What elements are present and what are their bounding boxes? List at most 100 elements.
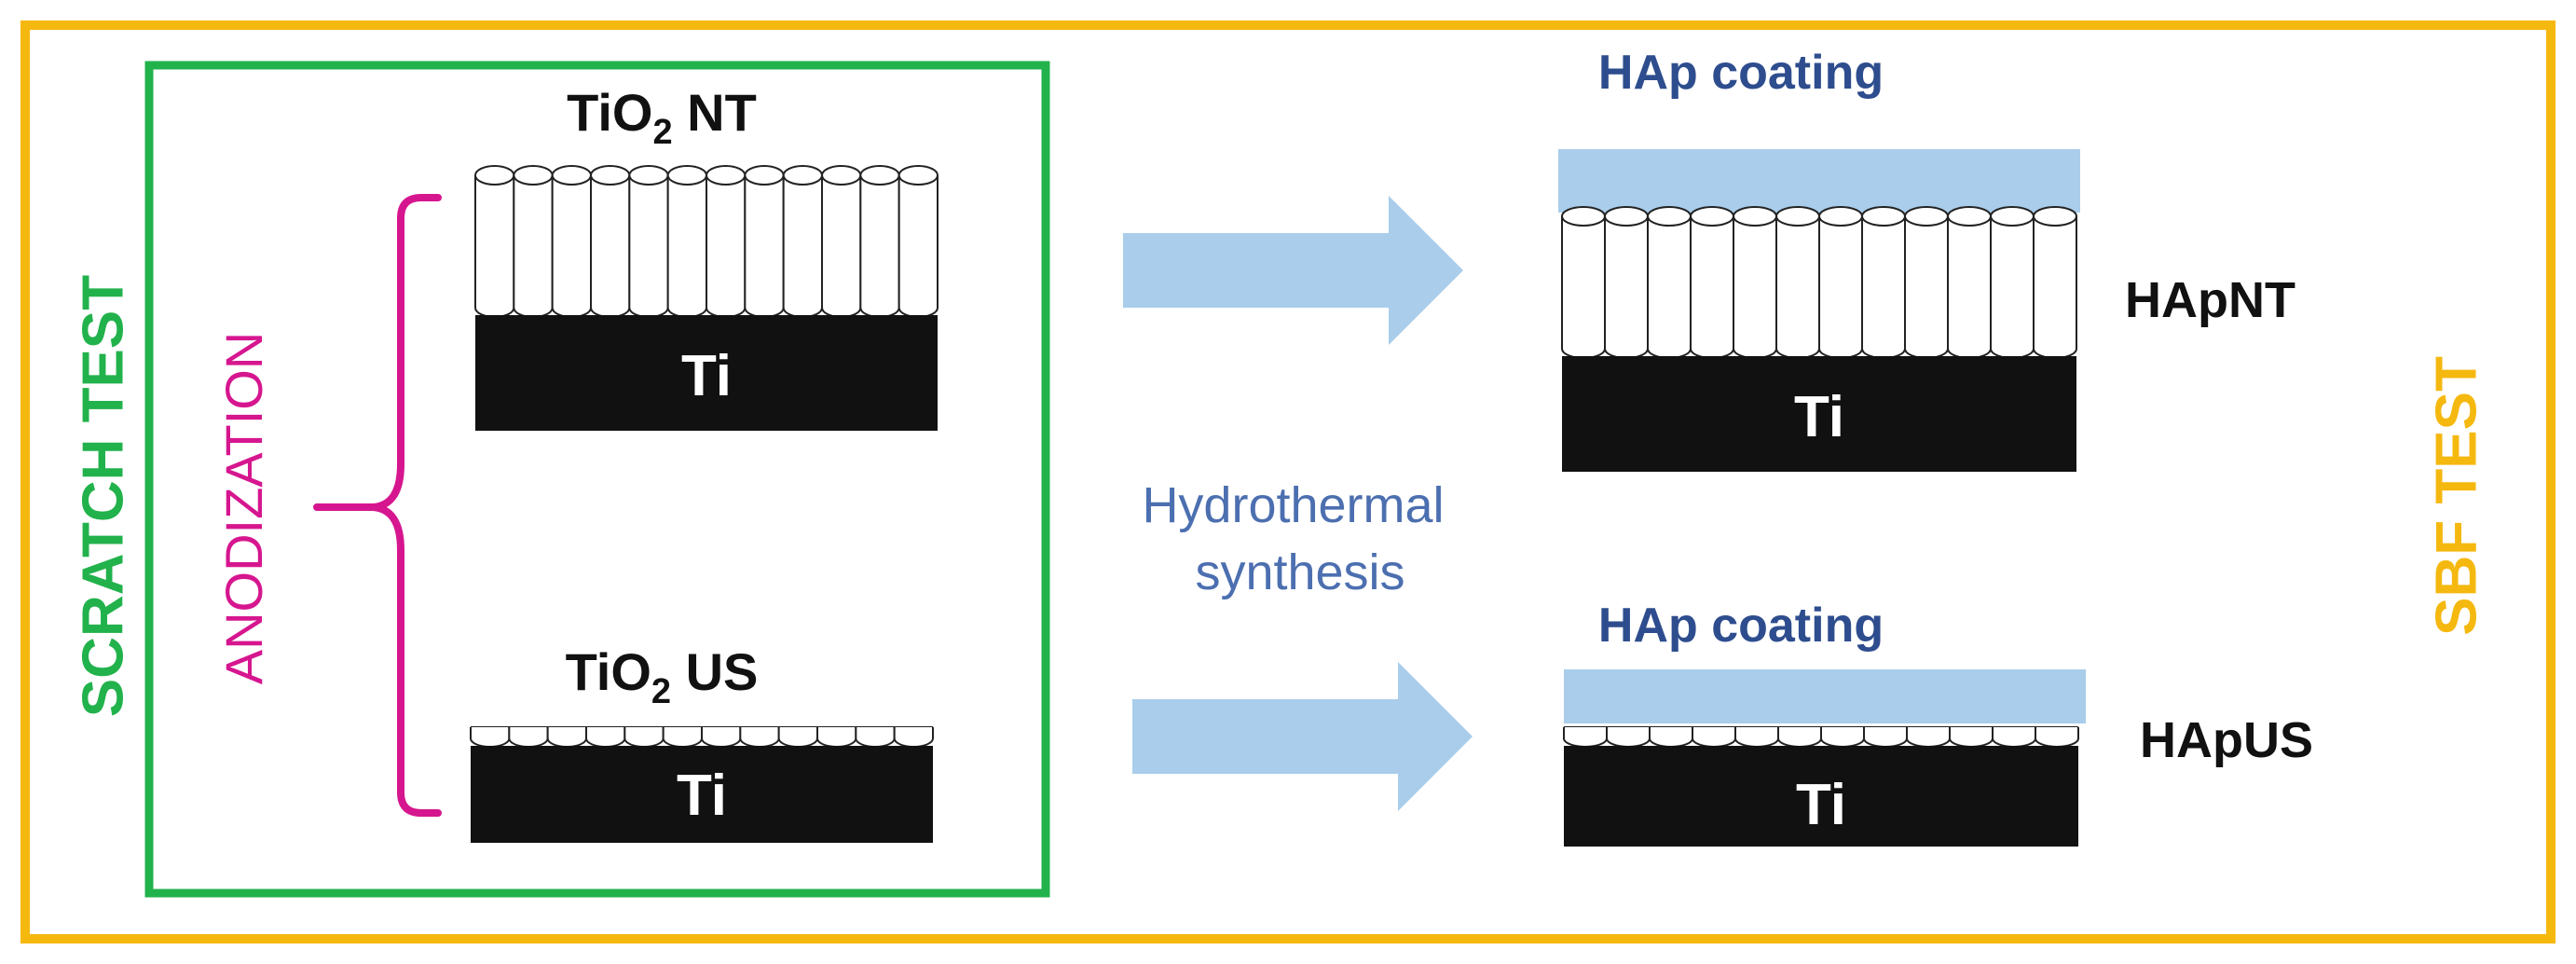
short-tube <box>893 727 934 748</box>
hap-coating-label-nt: HAp coating <box>1598 46 1884 100</box>
ti-label-hapnt: Ti <box>1794 385 1844 449</box>
nanotube-top <box>897 165 939 186</box>
nanotube-top <box>1947 206 1992 227</box>
hydrothermal-label: Hydrothermal synthesis <box>1142 477 1458 600</box>
nanotube <box>474 175 515 318</box>
nanotube-top <box>782 165 823 186</box>
ti-label-us: Ti <box>677 764 727 828</box>
nanotube <box>1818 216 1863 359</box>
short-tube <box>662 727 703 748</box>
tio2-ultrashort-layer <box>470 726 934 748</box>
nanotube <box>1604 216 1649 359</box>
short-tube <box>739 727 780 748</box>
short-tube <box>816 727 857 748</box>
hap-coating-layer-us <box>1564 669 2086 723</box>
short-tube <box>777 727 818 748</box>
nanotube <box>513 175 554 318</box>
tio2-nt-main: TiO <box>567 83 652 142</box>
ti-substrate-nt <box>475 315 938 431</box>
nanotube-top <box>744 165 785 186</box>
tio2-us-subscript: 2 <box>651 672 671 711</box>
nanotube <box>1990 216 2035 359</box>
short-tube <box>508 727 549 748</box>
scratch-test-label: SCRATCH TEST <box>71 275 135 717</box>
nanotube-top <box>513 165 554 186</box>
short-tube <box>1563 727 1608 748</box>
hap-coating-label-us: HAp coating <box>1598 599 1884 653</box>
nanotube-top <box>1861 206 1906 227</box>
sbf-test-label: SBF TEST <box>2424 356 2488 636</box>
short-tube <box>1992 727 2036 748</box>
nanotube <box>782 175 823 318</box>
tio2-us-main: TiO <box>566 642 651 701</box>
scratch-test-frame <box>144 61 1050 898</box>
ti-substrate-us <box>471 746 933 843</box>
nanotube-top <box>628 165 669 186</box>
hapus-label: HApUS <box>2140 712 2313 768</box>
nanotube <box>1647 216 1692 359</box>
nanotube <box>1775 216 1820 359</box>
short-tube <box>623 727 665 748</box>
short-tube <box>1649 727 1693 748</box>
ti-substrate-hapus <box>1564 746 2078 847</box>
tio2-us-label: TiO2 US <box>566 642 759 711</box>
nanotube-top <box>1604 206 1649 227</box>
curly-brace-icon <box>313 194 442 817</box>
short-tube <box>1820 727 1865 748</box>
nanotube <box>1861 216 1906 359</box>
ti-substrate-hapnt <box>1562 356 2076 472</box>
nanotube <box>821 175 862 318</box>
short-tube <box>701 727 742 748</box>
nanotube-top <box>821 165 862 186</box>
short-tube <box>1906 727 1951 748</box>
short-tube <box>1606 727 1651 748</box>
ti-label-hapus: Ti <box>1796 773 1846 837</box>
hapnt-label: HApNT <box>2125 272 2295 328</box>
tio2-nt-suffix: NT <box>673 83 757 142</box>
short-tube <box>1777 727 1822 748</box>
nanotube-top <box>1904 206 1949 227</box>
nanotube <box>859 175 900 318</box>
short-tube <box>2035 727 2079 748</box>
ti-label-nt: Ti <box>681 344 732 408</box>
nanotube <box>744 175 785 318</box>
short-tube <box>1949 727 1994 748</box>
tio2-nanotube-array <box>474 165 939 318</box>
sbf-test-frame <box>21 21 2555 943</box>
nanotube-top <box>1775 206 1820 227</box>
nanotube <box>551 175 592 318</box>
hydrothermal-line-2: synthesis <box>1195 544 1404 600</box>
tio2-us-suffix: US <box>671 642 758 701</box>
nanotube <box>1690 216 1734 359</box>
nanotube <box>628 175 669 318</box>
nanotube-top <box>1647 206 1692 227</box>
nanotube-top <box>859 165 900 186</box>
nanotube-top <box>1690 206 1734 227</box>
right-arrow-icon-bottom <box>1132 662 1473 811</box>
nanotube-top <box>706 165 747 186</box>
nanotube-top <box>474 165 515 186</box>
nanotube <box>706 175 747 318</box>
nanotube <box>897 175 939 318</box>
nanotube-top <box>2033 206 2077 227</box>
short-tube <box>585 727 626 748</box>
hydrothermal-line-1: Hydrothermal <box>1142 477 1444 533</box>
anodization-label: ANODIZATION <box>214 332 273 685</box>
short-tube <box>470 727 511 748</box>
hapus-ultrashort-layer <box>1563 726 2079 748</box>
right-arrow-icon-top <box>1123 196 1463 345</box>
nanotube <box>1561 216 1606 359</box>
short-tube <box>855 727 896 748</box>
nanotube-top <box>590 165 631 186</box>
nanotube <box>1904 216 1949 359</box>
nanotube <box>1733 216 1777 359</box>
hap-coating-layer-nt <box>1558 149 2080 213</box>
hapnt-nanotube-array <box>1561 206 2077 359</box>
nanotube <box>590 175 631 318</box>
nanotube <box>666 175 707 318</box>
nanotube-top <box>551 165 592 186</box>
nanotube-top <box>1990 206 2035 227</box>
short-tube <box>1692 727 1736 748</box>
nanotube <box>1947 216 1992 359</box>
